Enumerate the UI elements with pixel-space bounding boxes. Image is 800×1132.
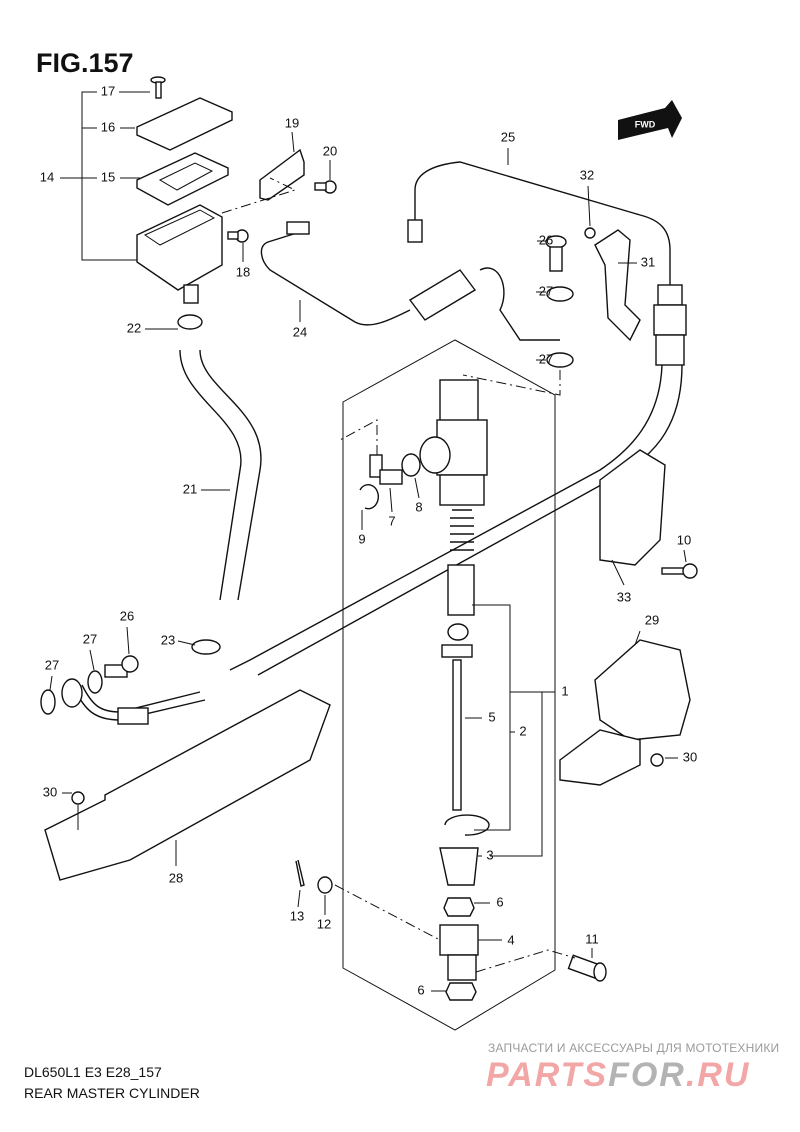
fwd-label: FWD	[635, 119, 656, 129]
watermark-logo-part: FOR	[608, 1056, 686, 1094]
watermark-logo-part: PARTS	[486, 1056, 609, 1094]
callout: 10	[677, 532, 691, 547]
brake-pipe-24	[260, 231, 411, 326]
cover-29	[594, 639, 691, 741]
clamp-23	[191, 639, 221, 655]
callout: 4	[507, 932, 514, 947]
callout: 7	[388, 513, 395, 528]
callout: 13	[290, 908, 304, 923]
callout: 27	[45, 657, 59, 672]
callout: 20	[323, 143, 337, 158]
callout: 30	[43, 784, 57, 799]
guard-28	[44, 689, 331, 881]
bolt-20	[314, 180, 337, 194]
washer-12	[317, 876, 333, 894]
clevis-4	[439, 924, 479, 981]
callout: 3	[486, 847, 493, 862]
figure-title: FIG.157	[36, 48, 134, 78]
brake-pipe-25	[414, 161, 671, 285]
hose-joint-7	[369, 454, 403, 485]
screw-17	[150, 76, 166, 99]
callout: 2	[519, 723, 526, 738]
hose-fitting	[408, 267, 560, 341]
callout: 12	[317, 916, 331, 931]
union-bolt-26	[545, 235, 567, 272]
callout: 28	[169, 870, 183, 885]
callout: 22	[127, 320, 141, 335]
circlip-9	[359, 483, 380, 510]
clamp-22	[177, 314, 203, 330]
model-code: DL650L1 E3 E28_157	[24, 1064, 162, 1080]
cotter-pin-13	[295, 859, 305, 887]
bracket-19	[259, 148, 305, 201]
forward-direction-badge: FWD	[618, 100, 682, 140]
union-nut-left	[61, 678, 83, 708]
callout: 11	[585, 931, 599, 946]
callout: 17	[101, 83, 115, 98]
master-cylinder-body	[419, 379, 488, 506]
washer-27-upper	[546, 286, 574, 302]
bolt-10	[661, 563, 698, 579]
nut-6-upper	[443, 897, 475, 917]
reservoir-cap-16	[136, 97, 233, 151]
piston	[447, 564, 475, 616]
callout: 19	[285, 115, 299, 130]
callout: 31	[641, 254, 655, 269]
reservoir-14	[136, 204, 223, 304]
callout: 1	[561, 683, 568, 698]
hose-21	[179, 349, 262, 601]
washer-27-mid	[87, 670, 103, 694]
diagram-title: REAR MASTER CYLINDER	[24, 1085, 200, 1101]
watermark-tagline: ЗАПЧАСТИ И АКСЕССУАРЫ ДЛЯ МОТОТЕХНИКИ	[488, 1041, 780, 1055]
callout: 27	[539, 351, 553, 366]
screw-30-left	[71, 791, 85, 805]
callout-bracket-14	[81, 91, 138, 261]
callout: 6	[496, 894, 503, 909]
callout: 9	[358, 531, 365, 546]
callout: 30	[683, 749, 697, 764]
nut-6-lower	[445, 982, 477, 1001]
callout: 21	[183, 481, 197, 496]
callout: 23	[161, 632, 175, 647]
callout: 14	[40, 169, 54, 184]
callout: 18	[236, 264, 250, 279]
watermark-logo: PARTSFOR.RU	[486, 1056, 750, 1095]
o-ring-8	[401, 453, 421, 477]
callout: 26	[539, 232, 553, 247]
bolt-18	[227, 229, 249, 243]
callout: 32	[580, 167, 594, 182]
callout: 29	[645, 612, 659, 627]
washer-27-lower	[546, 352, 574, 368]
union-bolt-26-left	[104, 655, 139, 678]
callout: 8	[415, 499, 422, 514]
callout: 33	[617, 589, 631, 604]
callout: 15	[101, 169, 115, 184]
spring	[450, 509, 474, 551]
watermark-logo-part: .RU	[685, 1056, 751, 1094]
washer-27-left	[40, 689, 56, 715]
callout: 16	[101, 119, 115, 134]
clevis-pin-11	[567, 954, 607, 982]
pipe-clamp-31	[594, 229, 641, 342]
hose-guard-33	[599, 449, 666, 566]
boot-3	[439, 847, 479, 886]
callout-labels: 17 16 14 15 19 20 18 22 24 25 32 26 31 2…	[40, 83, 697, 997]
circlip	[444, 814, 490, 836]
callout: 26	[120, 608, 134, 623]
screw-30-right	[650, 753, 664, 767]
push-rod-5	[441, 623, 473, 811]
callout: 24	[293, 324, 307, 339]
diaphragm-15	[136, 152, 229, 206]
callout: 27	[83, 631, 97, 646]
assembly-outline	[342, 339, 556, 1031]
callout: 27	[539, 283, 553, 298]
callout: 25	[501, 129, 515, 144]
bolt-32	[584, 227, 596, 239]
callout: 6	[417, 982, 424, 997]
callout: 5	[488, 709, 495, 724]
